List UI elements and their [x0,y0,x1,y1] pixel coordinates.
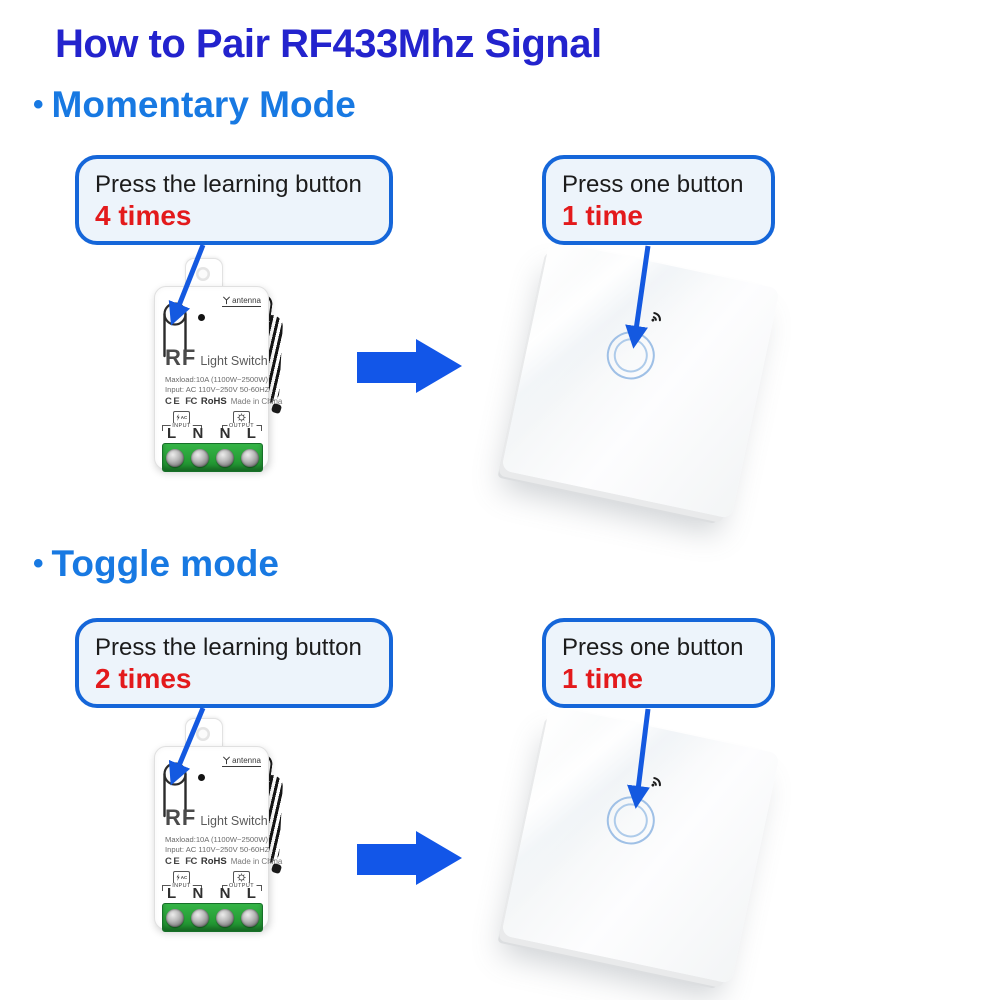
output-group: OUTPUT [221,871,262,891]
flow-arrow-icon [357,339,462,393]
callout-instruction: Press one button [562,171,744,198]
mounting-hole [196,727,210,741]
page-title: How to Pair RF433Mhz Signal [55,22,602,66]
antenna-label: antenna [222,756,261,767]
brand-label: RF [165,345,197,370]
terminal-screw [191,448,210,467]
flow-arrow-icon [357,831,462,885]
section-heading-momentary: • Momentary Mode [33,84,356,126]
wall-touch-switch [501,240,780,519]
maxload-spec: Maxload:10A (1100W~2500W) [165,835,269,844]
wiring-diagram: AC INPUT OUTPUT [155,871,268,891]
terminal-screw [215,448,234,467]
callout-learning-button-toggle: Press the learning button 2 times [75,618,393,708]
terminal-block [162,443,263,472]
input-bracket: INPUT [161,422,202,431]
brand-label: RF [165,805,197,830]
fcc-mark: FC [185,856,197,867]
output-bracket: OUTPUT [221,882,262,891]
wiring-diagram: AC INPUT OUTPUT [155,411,268,431]
terminal-block [162,903,263,932]
section-heading-label: Toggle mode [51,543,279,584]
antenna-icon [223,756,231,765]
section-heading-toggle: • Toggle mode [33,543,279,585]
touch-button[interactable] [602,791,660,849]
callout-instruction: Press the learning button [95,171,362,198]
terminal-screw [215,908,234,927]
led-indicator [198,314,205,321]
rohs-mark: RoHS [200,856,227,867]
maxload-spec: Maxload:10A (1100W~2500W) [165,375,269,384]
made-in-label: Made in China [230,857,283,866]
output-bracket: OUTPUT [221,422,262,431]
certification-row: CE FC RoHS Made in China [165,396,282,407]
section-heading-label: Momentary Mode [51,84,356,125]
wall-touch-switch [501,705,780,984]
terminal-screw [166,908,185,927]
bullet-icon: • [33,547,44,580]
callout-count: 4 times [95,200,192,231]
terminal-screw [240,448,259,467]
callout-switch-button-momentary: Press one button 1 time [542,155,775,245]
antenna-label: antenna [222,296,261,307]
made-in-label: Made in China [230,397,283,406]
touch-button[interactable] [602,326,660,384]
certification-row: CE FC RoHS Made in China [165,856,282,867]
fcc-mark: FC [185,396,197,407]
input-spec: Input: AC 110V~250V 50-60HZ [165,385,270,394]
terminal-screw [240,908,259,927]
lamp-output-icon [233,411,250,424]
bullet-icon: • [33,88,44,121]
antenna-icon [223,296,231,305]
callout-count: 1 time [562,200,643,231]
product-label: Light Switch [200,354,268,368]
callout-instruction: Press the learning button [95,634,362,661]
callout-count: 1 time [562,663,643,694]
input-spec: Input: AC 110V~250V 50-60HZ [165,845,270,854]
callout-switch-button-toggle: Press one button 1 time [542,618,775,708]
rf-signal-icon [651,777,661,787]
terminal-screw [191,908,210,927]
input-group: AC INPUT [161,871,202,891]
input-group: AC INPUT [161,411,202,431]
output-group: OUTPUT [221,411,262,431]
input-bracket: INPUT [161,882,202,891]
callout-instruction: Press one button [562,634,744,661]
ce-mark: CE [165,396,182,407]
ce-mark: CE [165,856,182,867]
mounting-hole [196,267,210,281]
callout-count: 2 times [95,663,192,694]
callout-learning-button-momentary: Press the learning button 4 times [75,155,393,245]
terminal-screw [166,448,185,467]
product-label: Light Switch [200,814,268,828]
led-indicator [198,774,205,781]
rf-signal-icon [651,312,661,322]
rohs-mark: RoHS [200,396,227,407]
